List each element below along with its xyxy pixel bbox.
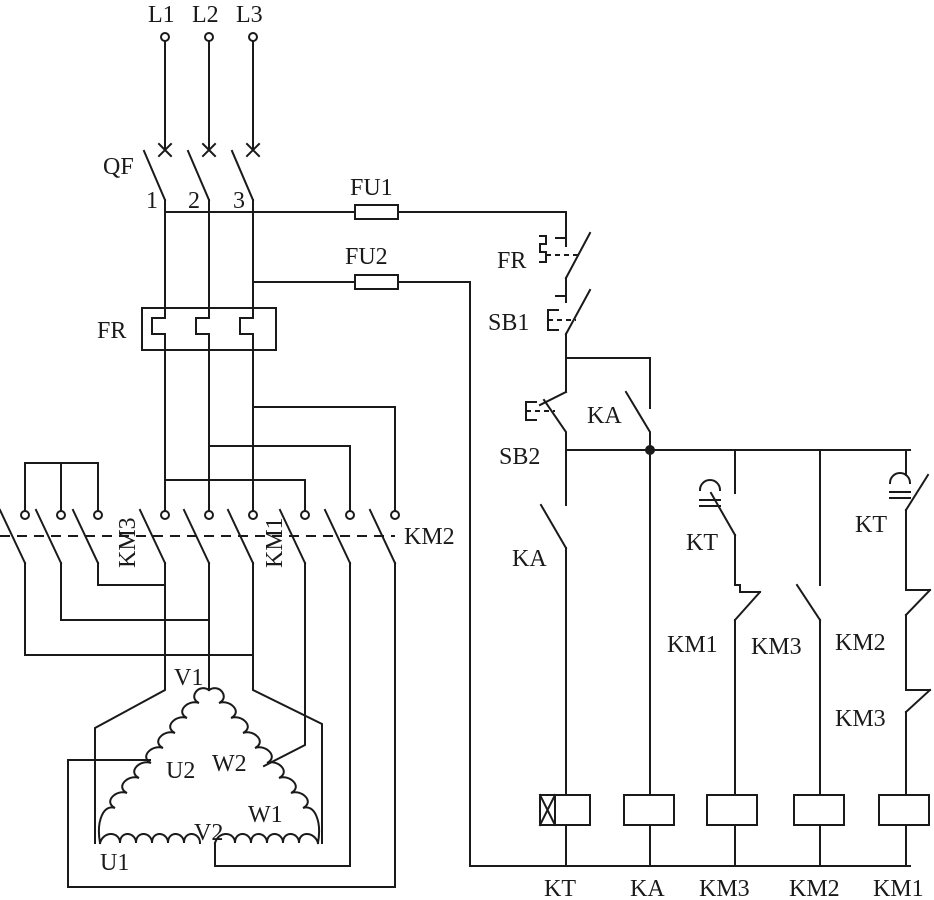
control-series: FR SB1 SB2 KA [488,231,911,470]
terminal-l3 [248,32,258,42]
branch-km3: KT KM1 [667,449,762,867]
fuse-fu2-label: FU2 [345,244,388,270]
coil-label: KM2 [789,876,840,900]
coils: KT KA KM3 KM2 KM1 [538,793,930,900]
coil-kt [539,794,591,826]
contact-terminal [93,510,103,520]
fuse-fu2 [354,274,399,290]
kt-contact-2-label: KT [855,512,887,538]
motor-terminal-v1: V1 [174,665,203,691]
branch-km1: KT KM2 KM3 [835,449,932,867]
coil-label: KM3 [699,876,750,900]
motor-windings: V1 U2 W2 W1 V2 U1 [98,665,320,876]
contact-terminal [390,510,400,520]
km3-interlock-label: KM3 [835,706,886,732]
label-l2: L2 [192,2,219,28]
breaker-pole-3: 3 [233,188,245,214]
terminal-l1 [160,32,170,42]
coil-label: KT [544,876,576,900]
breaker-pole-2: 2 [188,188,200,214]
contact-terminal [20,510,30,520]
ka-seal-label: KA [587,403,622,429]
breaker-qf: QF 1 2 3 [103,40,261,214]
contact-terminal [160,510,170,520]
overload-label: FR [97,318,126,344]
motor-terminal-v2: V2 [194,820,223,846]
km2-main-label: KM2 [404,524,455,550]
contact-terminal [248,510,258,520]
winding-left [98,687,211,845]
supply-terminals: L1 L2 L3 [148,2,263,42]
branch-km2: KM3 [751,449,822,867]
kt-contact-1-label: KT [686,530,718,556]
fr-contact-label: FR [497,248,526,274]
km1-contact-label: KM1 [667,632,718,658]
coil-label: KA [630,876,665,900]
km3-main-label: KM3 [115,517,141,568]
coil-label: KM1 [873,876,924,900]
fuse-fu1 [354,204,399,220]
motor-terminal-w1: W1 [248,802,283,828]
motor-wiring [24,562,396,888]
sb2-label: SB2 [499,444,540,470]
thermal-overload-fr: FR [97,307,277,351]
km3-contact-label: KM3 [751,634,802,660]
winding-bottom [98,833,320,845]
contact-terminal [300,510,310,520]
ka-no-label: KA [512,546,547,572]
coil-km2 [793,794,845,826]
km1-main-label: KM1 [262,517,288,568]
winding-right [207,687,320,845]
coil-km1 [878,794,930,826]
terminal-l2 [204,32,214,42]
breaker-pole-1: 1 [146,188,158,214]
contact-terminal [56,510,66,520]
motor-terminal-w2: W2 [212,751,247,777]
breaker-label: QF [103,154,134,180]
label-l1: L1 [148,2,175,28]
label-l3: L3 [236,2,263,28]
branch-kt: KA [512,449,568,867]
coil-km3 [706,794,758,826]
contact-terminal [204,510,214,520]
coil-ka [623,794,675,826]
control-supply: FU1 FU2 [164,175,911,867]
motor-terminal-u2: U2 [166,758,195,784]
contact-terminal [345,510,355,520]
sb1-label: SB1 [488,310,529,336]
motor-terminal-u1: U1 [100,850,129,876]
main-contactors: KM3 KM1 KM2 [0,406,455,568]
km2-contact-label: KM2 [835,630,886,656]
fuse-fu1-label: FU1 [350,175,393,201]
coil-kt-timer-mark [538,793,557,827]
